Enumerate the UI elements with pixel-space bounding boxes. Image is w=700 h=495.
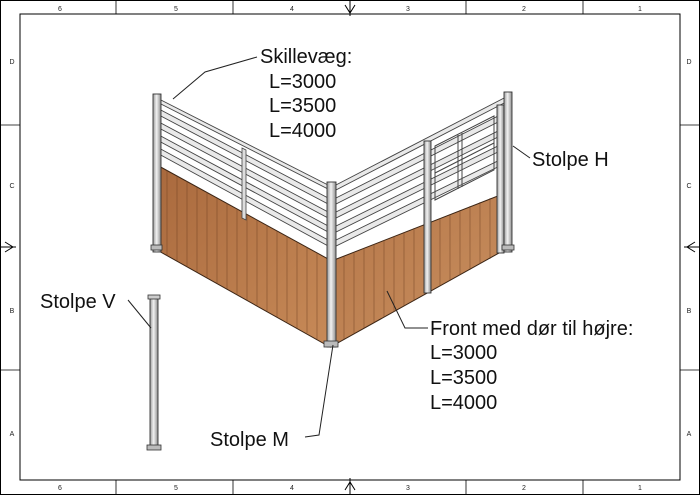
zone-left-a: A [10,431,15,438]
zone-right-c: C [686,183,691,190]
post-m [323,181,339,348]
partition-wood-grain [166,170,318,339]
zone-bottom-1: 6 [58,485,62,492]
zone-right-d: D [686,59,691,66]
partition-wall [150,93,331,348]
front-length-3000: L=3000 [430,342,497,364]
zone-top-4: 3 [406,6,410,13]
zone-top-6: 1 [638,6,642,13]
zone-bottom-5: 2 [522,485,526,492]
leader-post-v [127,299,152,329]
front-wall [333,91,515,346]
zone-bottom-2: 5 [174,485,178,492]
post-h [501,91,515,253]
front-wood-grain [343,195,501,339]
zone-left-b: B [10,308,15,315]
zone-top-1: 6 [58,6,62,13]
partition-center-bar [241,147,247,221]
zone-bottom-4: 3 [406,485,410,492]
zone-right-b: B [687,308,692,315]
zone-left-d: D [9,59,14,66]
zone-top-2: 5 [174,6,178,13]
front-rails [333,95,509,248]
leader-front [386,290,428,329]
leader-partition [172,56,258,100]
leader-post-h [512,145,531,159]
zone-labels: 6 5 4 3 2 1 6 5 4 3 2 1 D C B A D C B A [9,6,691,492]
partition-length-3000: L=3000 [269,71,336,93]
front-title: Front med dør til højre: [430,318,633,340]
partition-length-4000: L=4000 [269,120,336,142]
partition-end-post [150,93,163,253]
callout-front: Front med dør til højre: L=3000 L=3500 L… [430,318,633,414]
post-v [146,294,162,451]
zone-left-c: C [9,183,14,190]
front-length-4000: L=4000 [430,392,497,414]
partition-length-3500: L=3500 [269,95,336,117]
partition-title: Skillevæg: [260,46,352,68]
door-window [434,115,495,201]
leader-post-m [304,344,334,438]
post-m-label: Stolpe M [210,429,289,451]
leader-lines [127,56,531,438]
front-length-3500: L=3500 [430,367,497,389]
post-v-label: Stolpe V [40,291,116,313]
zone-right-a: A [687,431,692,438]
zone-top-5: 2 [522,6,526,13]
zone-top-3: 4 [290,6,294,13]
zone-bottom-6: 1 [638,485,642,492]
post-h-label: Stolpe H [532,149,609,171]
zone-bottom-3: 4 [290,485,294,492]
callout-partition: Skillevæg: L=3000 L=3500 L=4000 [260,46,352,142]
